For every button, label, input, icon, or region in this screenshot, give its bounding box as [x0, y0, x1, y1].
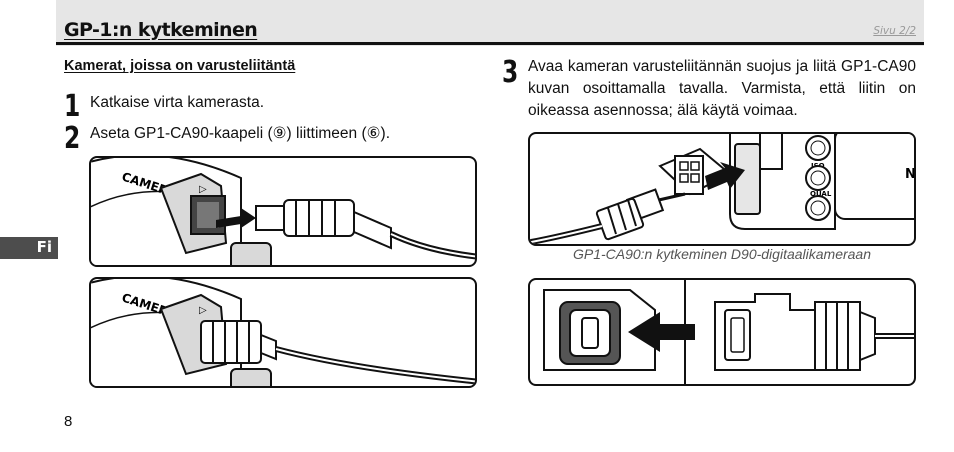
page-indicator: Sivu 2/2: [873, 25, 916, 37]
step-text-3: Avaa kameran varusteliitännän suojus ja …: [528, 58, 916, 119]
section-heading: Kamerat, joissa on varusteliitäntä: [64, 58, 296, 74]
qual-button-label: QUAL: [810, 190, 832, 198]
svg-text:▷: ▷: [199, 184, 207, 195]
figure-caption: GP1-CA90:n kytkeminen D90-digitaalikamer…: [572, 246, 872, 262]
step-number-2: 2: [64, 121, 80, 156]
camera-accessory-terminal-figure: N ISO QUAL: [528, 132, 916, 246]
page-title: GP-1:n kytkeminen: [64, 19, 258, 41]
camera-logo-letter: N: [905, 167, 914, 182]
language-tab: Fi: [0, 237, 58, 259]
step-text-1: Katkaise virta kamerasta.: [90, 94, 265, 111]
gps-cable-connected-figure: CAMER ▷: [89, 277, 477, 388]
step-number-3: 3: [502, 55, 518, 90]
header-rule: [56, 42, 924, 45]
svg-text:▷: ▷: [199, 305, 207, 316]
gps-cable-insert-figure: CAMER ▷: [89, 156, 477, 267]
connector-orientation-figure: [528, 278, 916, 386]
page-number: 8: [64, 413, 73, 430]
step-number-1: 1: [64, 89, 80, 124]
step-text-2: Aseta GP1-CA90-kaapeli (⑨) liittimeen (⑥…: [90, 125, 390, 142]
language-tab-label: Fi: [36, 238, 52, 256]
header-band: [56, 0, 924, 46]
